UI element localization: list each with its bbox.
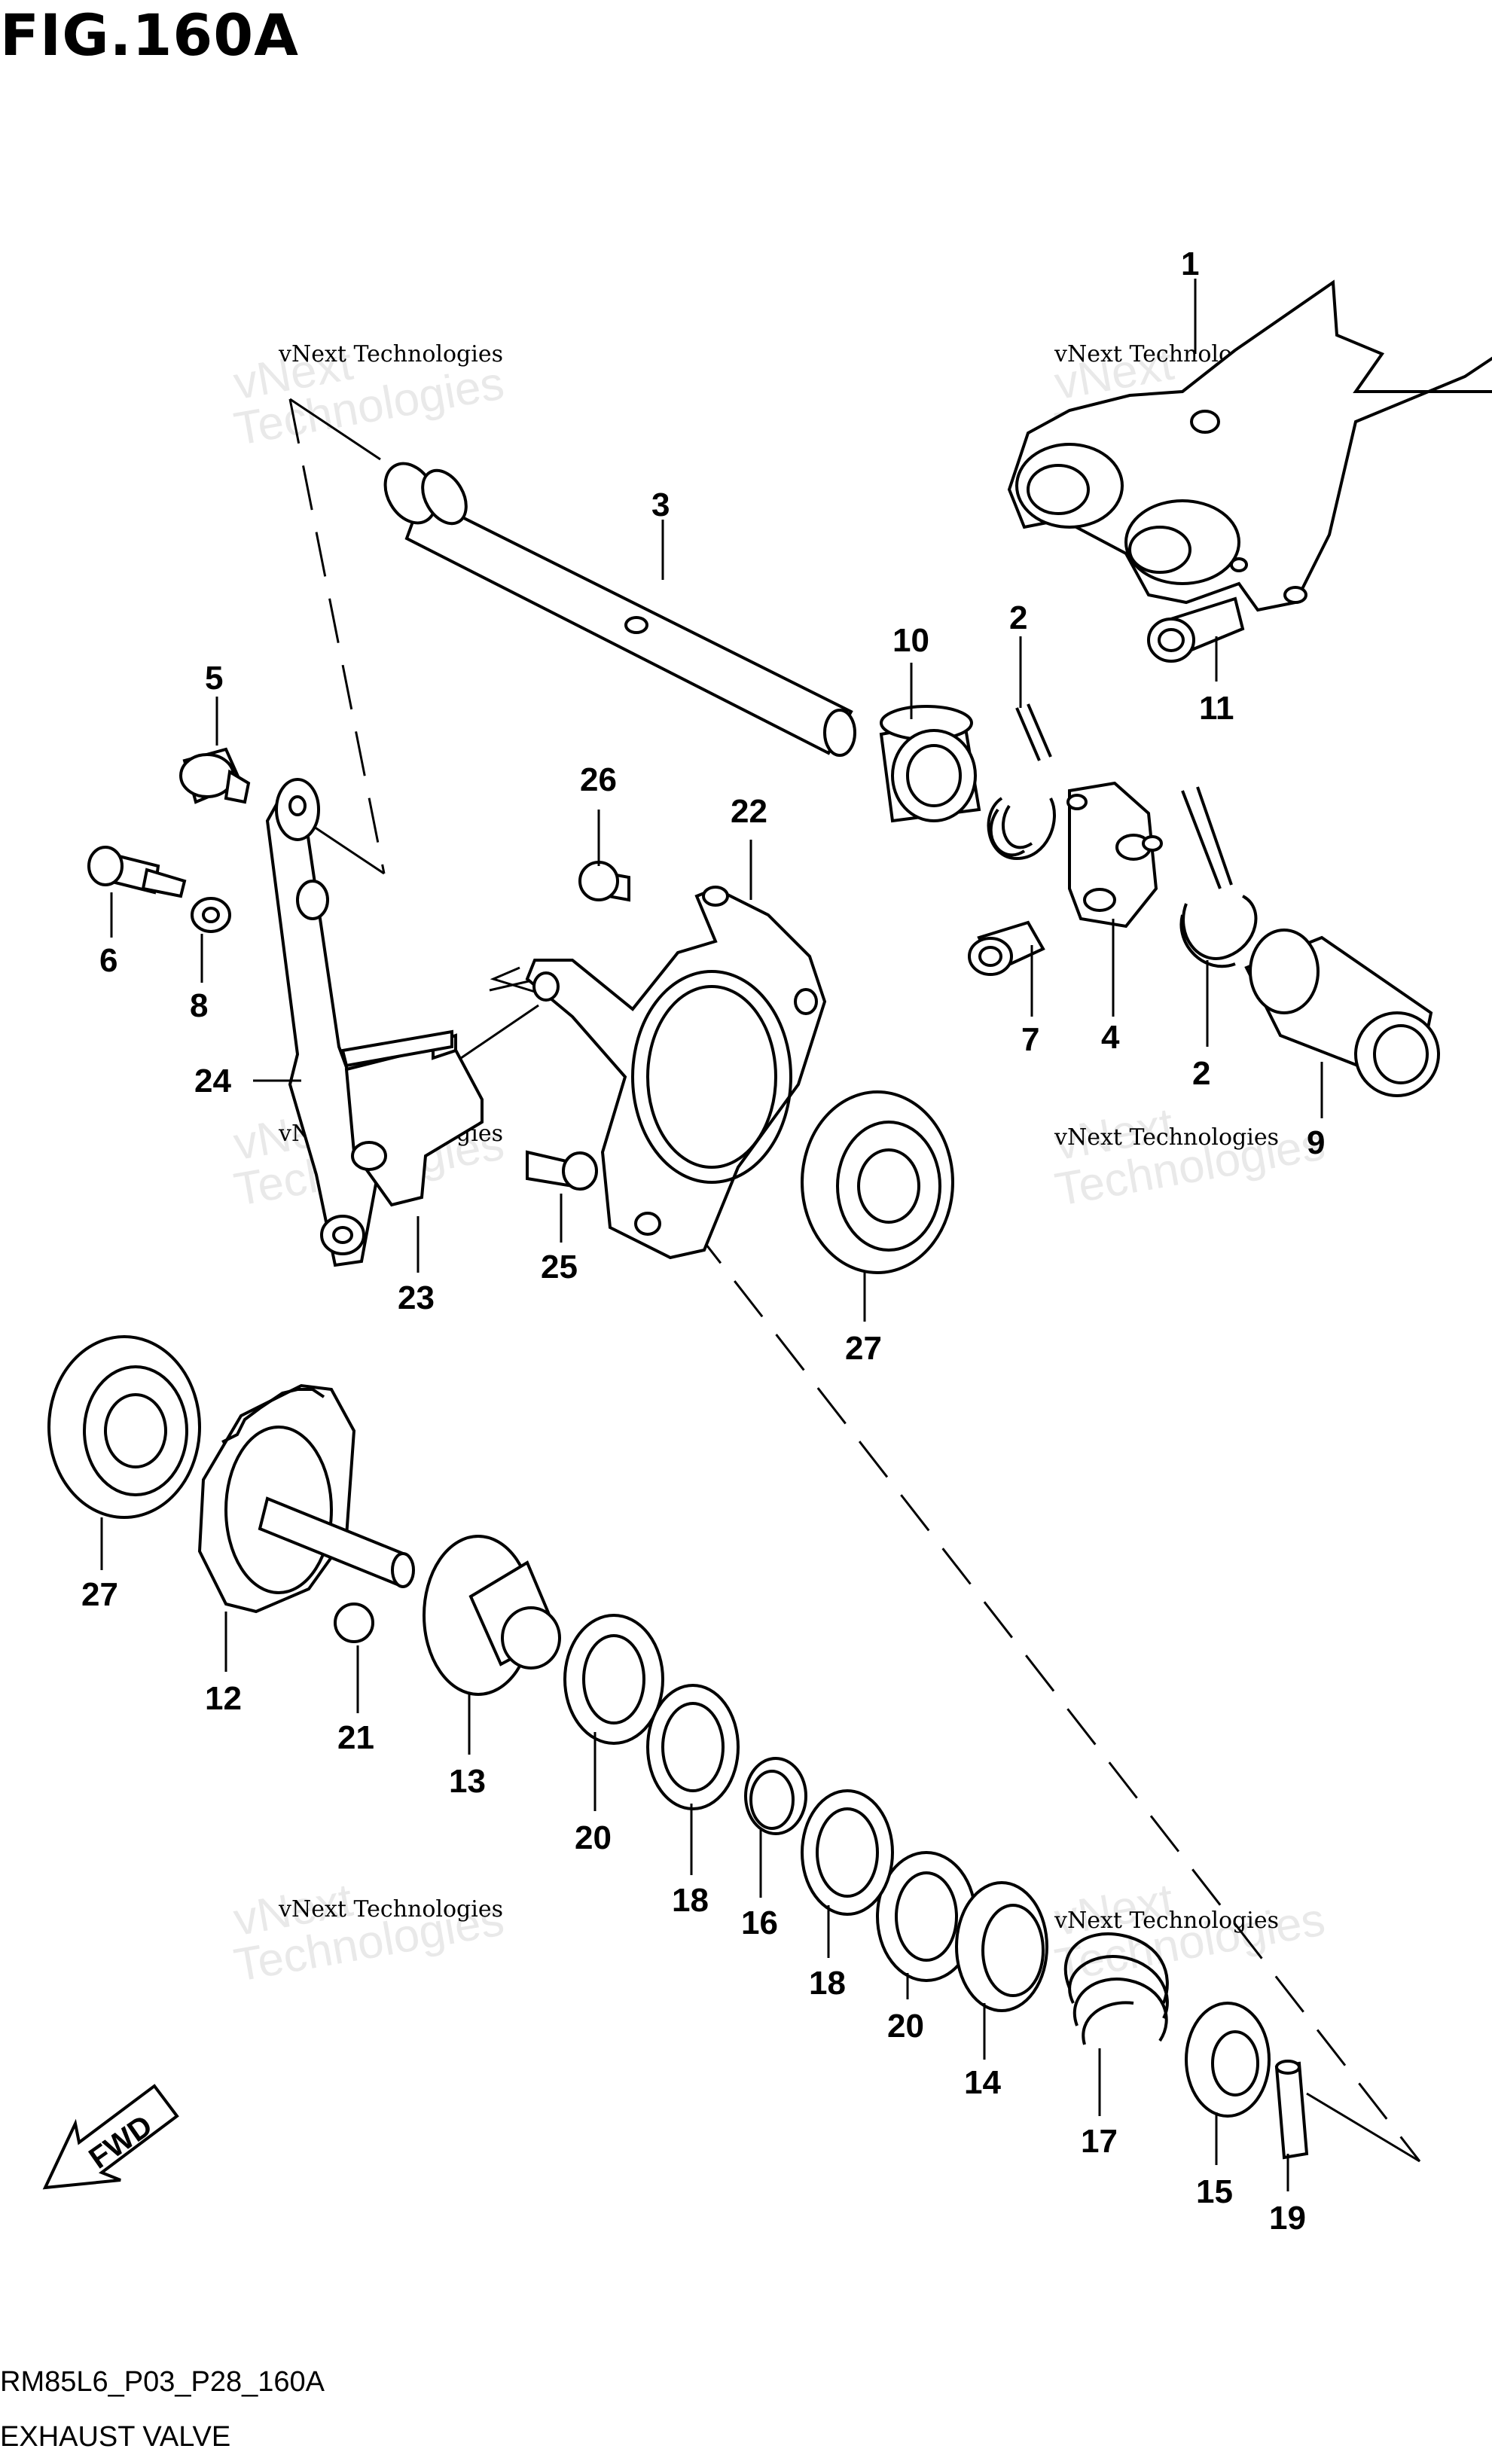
callout-15: 15 (1196, 2173, 1233, 2210)
callout-27: 27 (845, 1330, 882, 1367)
part-27-bearing-left (47, 1335, 201, 1519)
part-7-bolt (968, 920, 1045, 976)
callout-1: 1 (1181, 245, 1199, 282)
part-16-ring (744, 1757, 807, 1835)
part-27-bearing-right (801, 1090, 954, 1274)
part-21-ball (334, 1603, 374, 1643)
leader-lines (100, 279, 1323, 2191)
callout-18: 18 (672, 1882, 709, 1919)
callout-12: 12 (205, 1680, 242, 1717)
callout-20: 20 (575, 1819, 612, 1856)
assembly-line (289, 398, 381, 461)
part-8-washer (191, 897, 231, 933)
callout-13: 13 (449, 1763, 486, 1800)
part-6-bolt (87, 846, 187, 898)
part-22-housing (525, 886, 827, 1260)
callout-27: 27 (81, 1576, 118, 1613)
part-18-washer-lower (801, 1789, 894, 1916)
footer-caption: EXHAUST VALVE (0, 2421, 231, 2453)
part-19-pin (1274, 2060, 1309, 2160)
figure-title: FIG.160A (0, 2, 299, 69)
part-10-collar (879, 705, 981, 823)
callout-numbers: 1 2 2 3 4 5 6 7 7 8 9 10 11 12 13 14 15 … (81, 245, 1325, 2237)
part-11-bolt (1147, 596, 1245, 663)
part-2-spring-lower (1179, 786, 1258, 968)
callout-20: 20 (887, 2008, 924, 2045)
footer-code: RM85L6_P03_P28_160A (0, 2366, 325, 2398)
part-14-cup (955, 1881, 1048, 2012)
part-3-shaft (383, 462, 856, 757)
callout-7: 7 (1021, 1021, 1039, 1058)
fwd-arrow-icon: FWD (42, 2084, 179, 2190)
part-26-screw (578, 861, 630, 902)
part-12-gear (197, 1383, 415, 1614)
part-18-washer-upper (646, 1684, 740, 1810)
watermark-text: vNext Technologies (1054, 1124, 1279, 1151)
callout-10: 10 (892, 622, 929, 659)
assembly-line (1306, 2092, 1420, 2163)
callout-24: 24 (194, 1063, 231, 1099)
watermark-text: vNext Technologies (278, 341, 503, 367)
callout-17: 17 (1081, 2123, 1118, 2160)
callout-4: 4 (1101, 1019, 1120, 1056)
assembly-line (490, 966, 543, 996)
callout-26: 26 (580, 761, 617, 798)
callout-2: 2 (1009, 599, 1027, 636)
watermark-text: vNext Technologies (278, 1896, 503, 1923)
assembly-line-dashed (288, 398, 386, 874)
callout-3: 3 (651, 486, 670, 523)
callout-25: 25 (541, 1249, 578, 1285)
assembly-line-dashed (691, 1227, 1421, 2162)
part-1-valve-body (1007, 279, 1492, 612)
callout-8: 8 (190, 987, 208, 1024)
callout-16: 16 (741, 1904, 778, 1941)
part-13-collar (423, 1535, 561, 1696)
part-5-nut (179, 747, 251, 804)
callout-19: 19 (1269, 2200, 1306, 2237)
part-9-collar (1244, 929, 1440, 1097)
part-20-needle-bearing-upper (563, 1614, 664, 1745)
callout-23: 23 (398, 1279, 435, 1316)
callout-5: 5 (205, 660, 223, 697)
callout-14: 14 (964, 2064, 1001, 2101)
callout-2: 2 (1192, 1055, 1210, 1092)
part-23-bracket (340, 1029, 484, 1207)
part-2-spring-upper (987, 703, 1056, 861)
callout-22: 22 (731, 793, 767, 830)
callout-21: 21 (337, 1719, 374, 1756)
callout-11: 11 (1199, 690, 1234, 727)
callout-18: 18 (809, 1965, 846, 2002)
part-17-spring (1063, 1932, 1169, 2045)
callout-6: 6 (99, 942, 117, 979)
watermark-text: vNext Technologies (1054, 1907, 1279, 1934)
part-15-clip (1185, 2002, 1271, 2118)
part-4-lever (1066, 781, 1163, 929)
part-25-screw (526, 1150, 598, 1191)
callout-9: 9 (1307, 1124, 1325, 1161)
